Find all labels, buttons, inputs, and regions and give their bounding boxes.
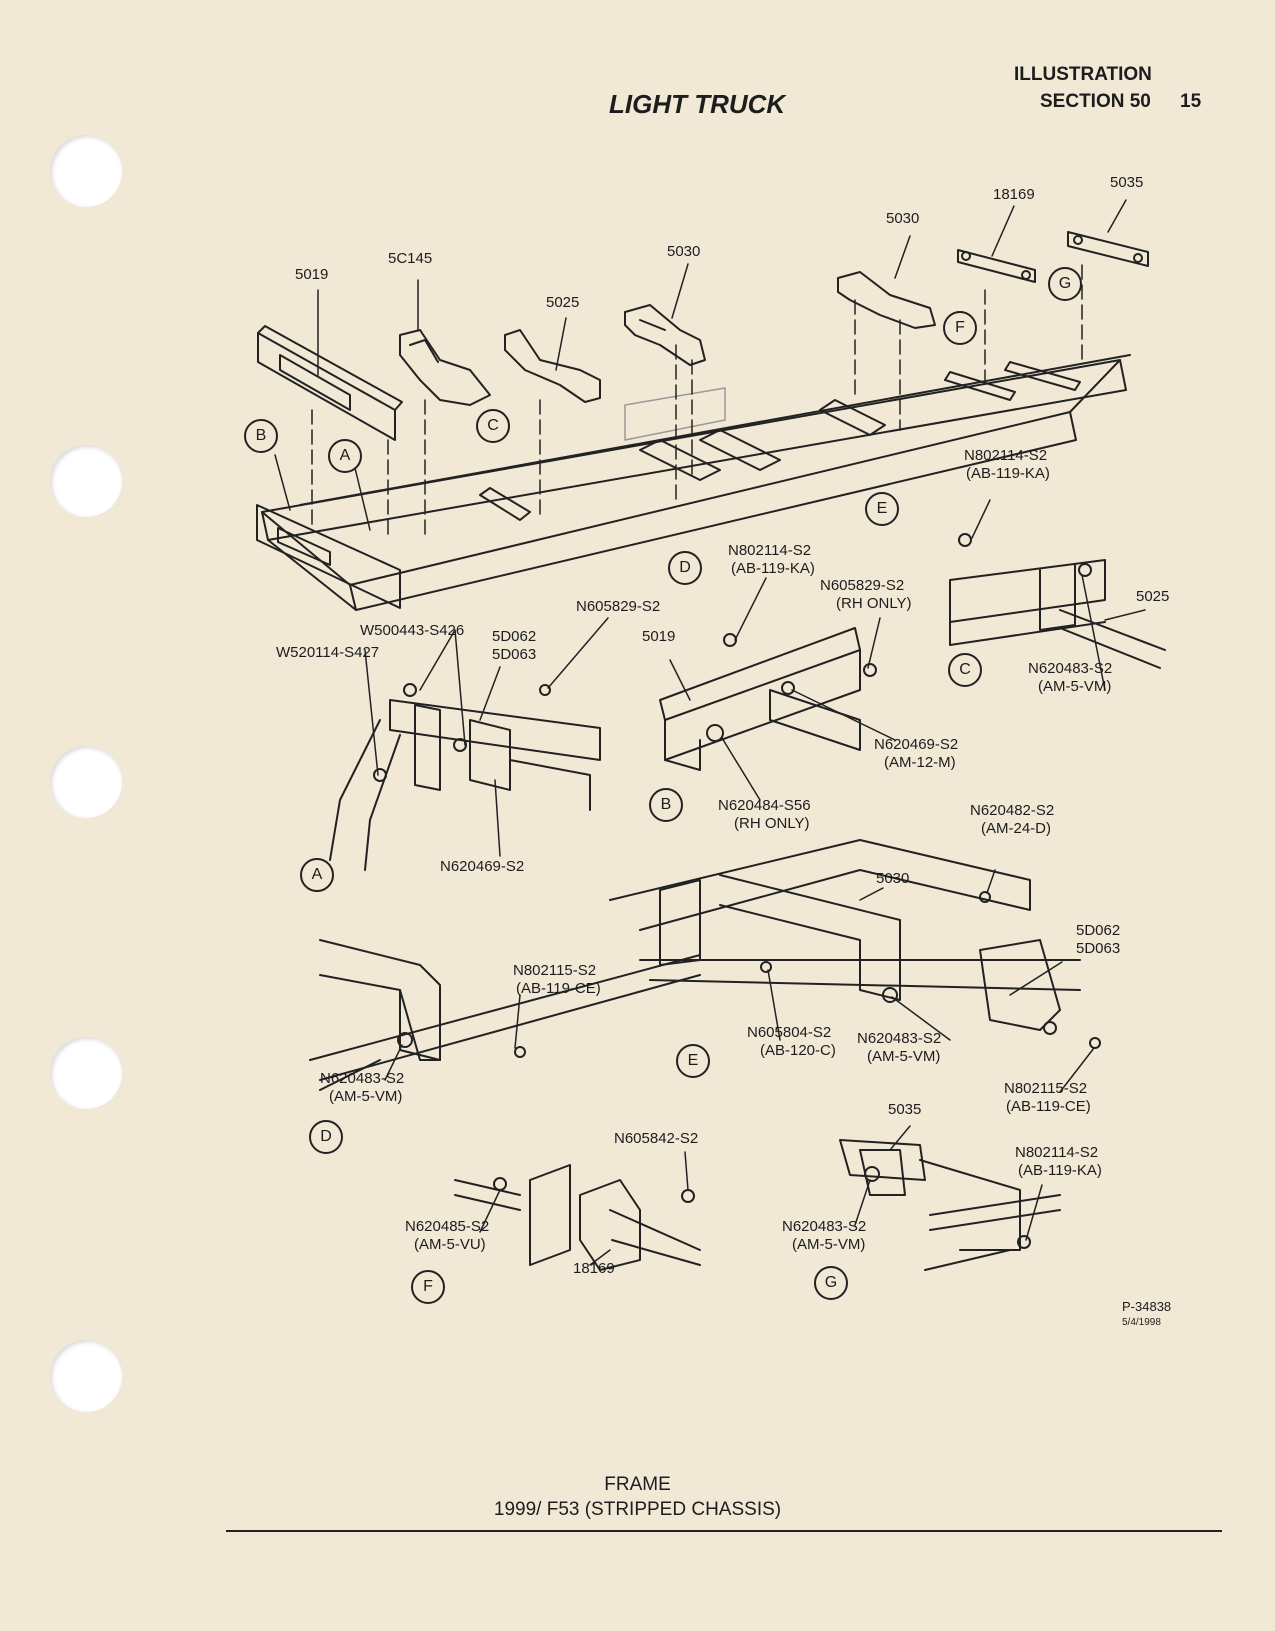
detail-g-label: 5035 xyxy=(888,1101,922,1118)
callout-a-detail: A xyxy=(300,858,334,892)
detail-f-label: 18169 xyxy=(573,1260,615,1277)
callout-a: A xyxy=(328,439,362,473)
detail-b-label: (RH ONLY) xyxy=(836,595,912,612)
part-5035-crossmember xyxy=(1067,231,1149,267)
part-label: 5C145 xyxy=(388,250,433,267)
detail-b-label: (AM-12-M) xyxy=(884,754,956,771)
callout-g: G xyxy=(1048,267,1082,301)
callout-g-detail: G xyxy=(814,1266,848,1300)
part-5c145-bracket xyxy=(399,329,491,406)
detail-b-label: (AB-119-KA) xyxy=(731,560,815,577)
detail-b-label: (RH ONLY) xyxy=(734,815,810,832)
header-section: SECTION 50 xyxy=(1040,91,1151,112)
detail-d-drawing xyxy=(309,939,701,1091)
detail-d-label: (AB-119-CE) xyxy=(516,980,601,997)
part-label: 5030 xyxy=(886,210,920,227)
binder-hole xyxy=(50,445,122,517)
detail-e-label: 5D062 xyxy=(1076,922,1121,939)
part-label: 5019 xyxy=(295,266,329,283)
detail-f-label: N605842-S2 xyxy=(614,1130,699,1147)
page-title: LIGHT TRUCK xyxy=(609,89,786,119)
callout-e: E xyxy=(865,492,899,526)
detail-a-label: N620469-S2 xyxy=(440,858,525,875)
main-frame-assembly xyxy=(256,354,1131,611)
detail-g-label: (AB-119-KA) xyxy=(1018,1162,1102,1179)
detail-f-label: N620485-S2 xyxy=(405,1218,490,1235)
detail-g-label: N620483-S2 xyxy=(782,1218,867,1235)
reference-date: 5/4/1998 xyxy=(1122,1317,1161,1328)
callout-c-detail: C xyxy=(948,653,982,687)
header-illustration: ILLUSTRATION xyxy=(1014,64,1152,85)
footer-title: FRAME xyxy=(604,1474,671,1495)
binder-hole xyxy=(50,135,122,207)
part-5025-crossmember xyxy=(504,329,601,403)
part-5030-crossmember-rear xyxy=(837,271,936,329)
illustration-reference: P-34838 5/4/1998 xyxy=(1122,1300,1171,1330)
detail-a-label: W520114-S427 xyxy=(276,644,380,661)
detail-d-label: N620483-S2 xyxy=(320,1070,405,1087)
detail-e-label: N605804-S2 xyxy=(747,1024,832,1041)
detail-b-label: N605829-S2 xyxy=(820,577,905,594)
detail-f-drawing xyxy=(454,1164,701,1271)
detail-a-drawing xyxy=(329,683,601,871)
detail-a-label: 5D062 xyxy=(492,628,537,645)
binder-hole xyxy=(50,1340,122,1412)
detail-a-label: 5D063 xyxy=(492,646,537,663)
detail-e-label: N802115-S2 xyxy=(1004,1080,1088,1097)
footer-rule xyxy=(226,1530,1222,1532)
part-label: 5025 xyxy=(546,294,580,311)
part-5019-crossmember xyxy=(257,325,403,441)
detail-b-label: N802114-S2 xyxy=(728,542,812,559)
binder-hole xyxy=(50,1037,122,1109)
detail-g-label: (AM-5-VM) xyxy=(792,1236,866,1253)
detail-e-label: (AM-24-D) xyxy=(981,820,1051,837)
header-page-number: 15 xyxy=(1180,91,1202,112)
binder-hole xyxy=(50,746,122,818)
detail-b-drawing xyxy=(659,627,877,771)
detail-e-drawing xyxy=(609,839,1101,1049)
detail-c-label: (AM-5-VM) xyxy=(1038,678,1112,695)
leader-lines xyxy=(274,199,1127,531)
part-18169-crossmember xyxy=(957,249,1036,283)
part-label: 18169 xyxy=(993,186,1035,203)
footer-subtitle: 1999/ F53 (STRIPPED CHASSIS) xyxy=(493,1499,782,1520)
detail-d-label: N802115-S2 xyxy=(513,962,597,979)
callout-d: D xyxy=(668,551,702,585)
detail-a-label: N605829-S2 xyxy=(576,598,661,615)
detail-f-label: (AM-5-VU) xyxy=(414,1236,486,1253)
part-label: 5030 xyxy=(667,243,701,260)
part-label: 5035 xyxy=(1110,174,1144,191)
detail-g-label: N802114-S2 xyxy=(1015,1144,1099,1161)
detail-c-label: (AB-119-KA) xyxy=(966,465,1050,482)
detail-e-label: (AB-120-C) xyxy=(760,1042,836,1059)
callout-f: F xyxy=(943,311,977,345)
detail-c-drawing xyxy=(949,533,1166,669)
callout-e-detail: E xyxy=(676,1044,710,1078)
detail-b-label: N620469-S2 xyxy=(874,736,959,753)
detail-g-drawing xyxy=(839,1139,1061,1271)
detail-leader-lines xyxy=(364,499,1146,1266)
detail-e-label: 5D063 xyxy=(1076,940,1121,957)
detail-c-label: N802114-S2 xyxy=(964,447,1048,464)
reference-number: P-34838 xyxy=(1122,1299,1172,1314)
part-5030-crossmember-front xyxy=(624,304,706,366)
detail-b-label: 5019 xyxy=(642,628,676,645)
detail-c-label: 5025 xyxy=(1136,588,1170,605)
detail-e-label: 5030 xyxy=(876,870,910,887)
detail-b-label: N620484-S56 xyxy=(718,797,811,814)
assembly-lines xyxy=(311,264,1083,541)
callout-d-detail: D xyxy=(309,1120,343,1154)
detail-c-label: N620483-S2 xyxy=(1028,660,1113,677)
detail-d-label: (AM-5-VM) xyxy=(329,1088,403,1105)
callout-c: C xyxy=(476,409,510,443)
detail-e-label: N620483-S2 xyxy=(857,1030,942,1047)
detail-e-label: (AB-119-CE) xyxy=(1006,1098,1091,1115)
callout-b: B xyxy=(244,419,278,453)
detail-a-label: W500443-S426 xyxy=(360,622,465,639)
callout-b-detail: B xyxy=(649,788,683,822)
detail-e-label: (AM-5-VM) xyxy=(867,1048,941,1065)
detail-e-label: N620482-S2 xyxy=(970,802,1055,819)
callout-f-detail: F xyxy=(411,1270,445,1304)
